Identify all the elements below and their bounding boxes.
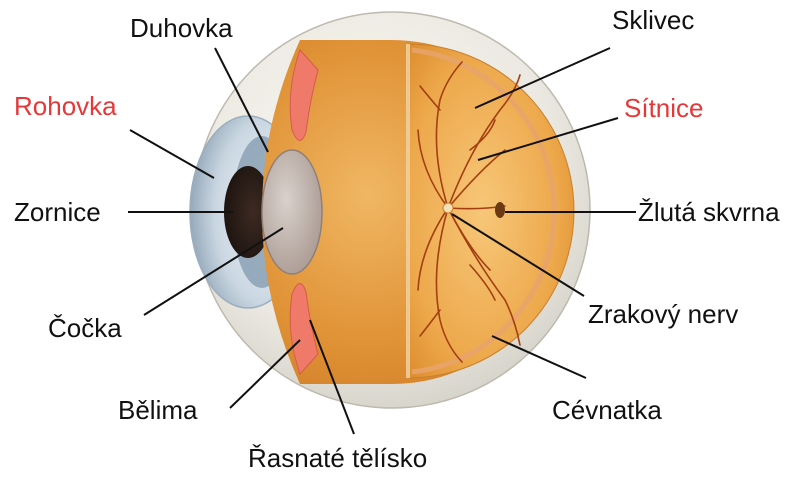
label-zornice: Zornice [14,197,101,227]
label-cevnatka: Cévnatka [552,395,662,425]
lens [262,150,322,274]
label-cocka: Čočka [48,313,122,343]
label-sklivec: Sklivec [612,5,694,35]
label-duhovka: Duhovka [130,13,233,43]
label-rohovka: Rohovka [14,91,117,121]
label-rasnate-telisko: Řasnaté tělísko [248,443,427,473]
label-zluta-skvrna: Žlutá skvrna [638,197,780,227]
label-sitnice: Sítnice [624,93,704,123]
optic-disc [443,203,453,213]
label-belima: Bělima [118,395,197,425]
label-zrakovy-nerv: Zrakový nerv [588,299,738,329]
macula [495,202,505,218]
